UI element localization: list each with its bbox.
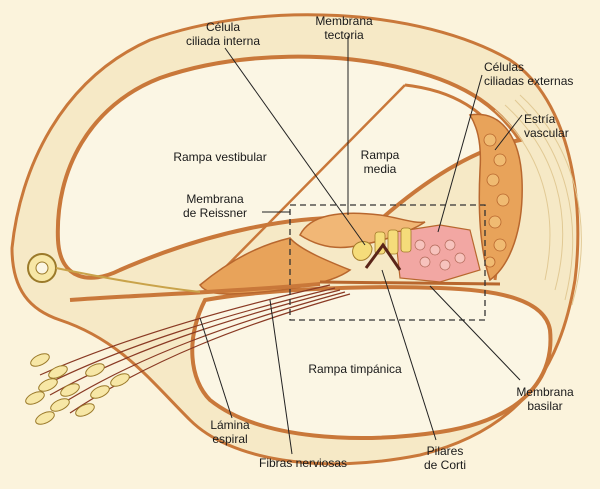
label-pilares-corti: Pilares de Corti (405, 444, 485, 472)
label-membrana-basilar: Membrana basilar (505, 385, 585, 413)
label-membrana-tectoria: Membrana tectoria (304, 14, 384, 42)
label-rampa-timpanica: Rampa timpánica (290, 362, 420, 376)
label-rampa-vestibular: Rampa vestibular (150, 150, 290, 164)
label-celula-ciliada-interna: Célula ciliada interna (168, 20, 278, 48)
label-membrana-reissner: Membrana de Reissner (170, 192, 260, 220)
label-estria-vascular: Estría vascular (524, 112, 594, 140)
membrana-basilar (320, 282, 500, 284)
label-rampa-media: Rampa media (350, 148, 410, 176)
label-lamina-espiral: Lámina espiral (190, 418, 270, 446)
label-celulas-ciliadas-externas: Células ciliadas externas (484, 60, 594, 88)
label-fibras-nerviosas: Fibras nerviosas (248, 456, 358, 470)
